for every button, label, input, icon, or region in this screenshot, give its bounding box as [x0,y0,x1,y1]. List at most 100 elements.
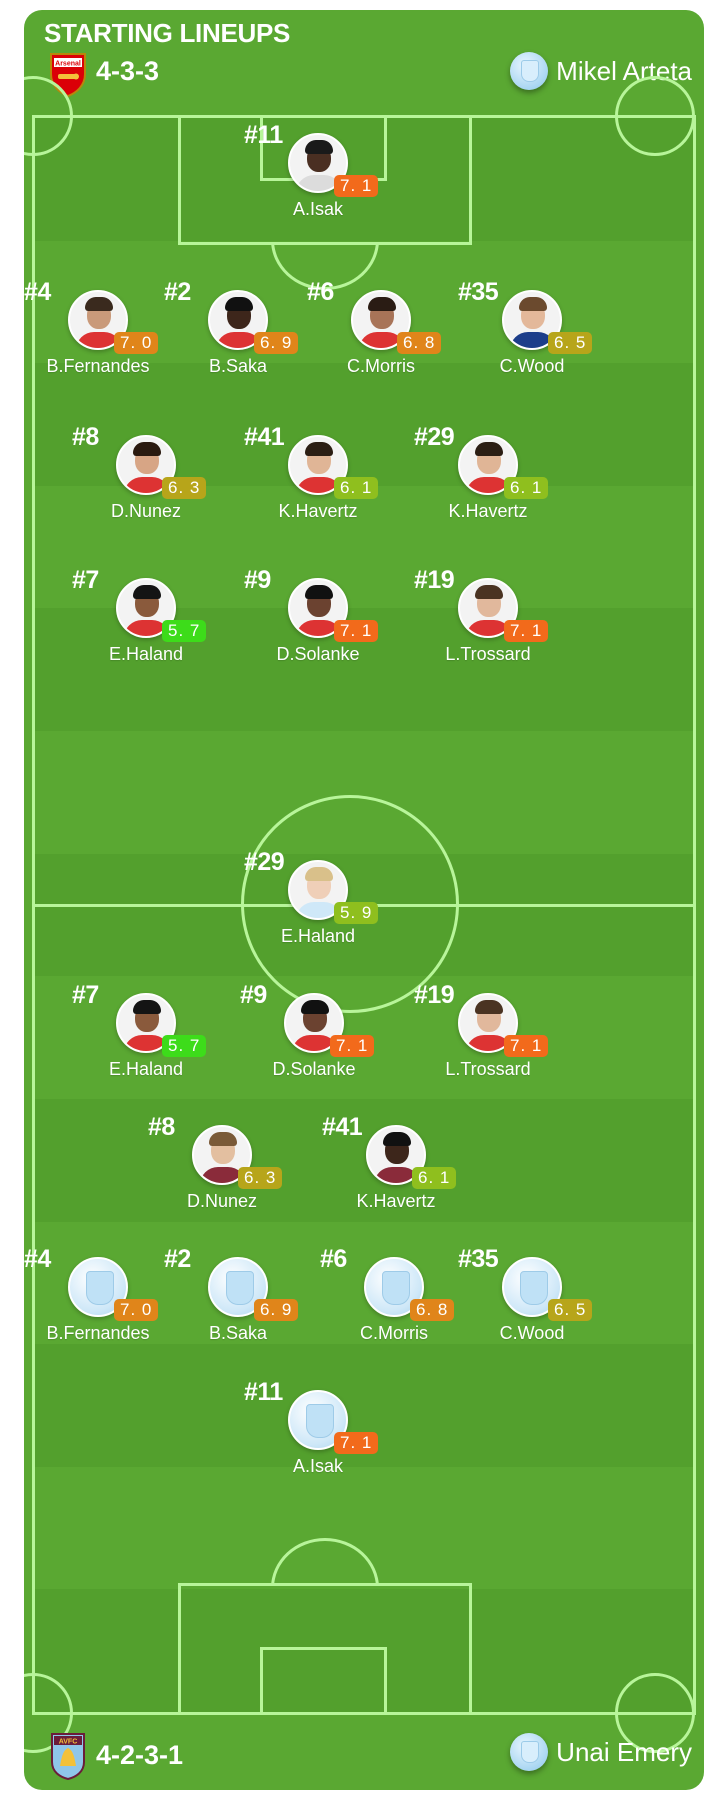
player-name: K.Havertz [278,501,358,521]
rating-badge: 7. 1 [504,620,549,642]
player-photo-hair [209,1132,237,1146]
player-number: #2 [164,278,191,306]
player-name: C.Wood [499,1323,565,1343]
aston-villa-crest-icon: AVFC [51,1733,85,1780]
top-right-corner-arc [615,76,695,156]
player-name: C.Morris [360,1323,428,1343]
player-name: D.Nunez [110,501,182,521]
rating-badge: 6. 9 [254,332,299,354]
bottom-goal-box [260,1647,387,1713]
player-avatar-wrap: #41 6. 1 [244,423,379,499]
player-number: #2 [164,1245,191,1273]
player-number: #6 [307,278,334,306]
player-number: #7 [72,566,99,594]
shirt-icon [382,1271,410,1305]
player-name: K.Havertz [448,501,528,521]
player-name: C.Morris [347,356,415,376]
player-photo-body [510,332,556,348]
player-name: K.Havertz [356,1191,436,1211]
player-number: #41 [244,423,285,451]
player-photo-hair [475,585,503,599]
player-photo-body [216,332,262,348]
pitch-stripe [35,1098,693,1222]
player-photo-hair [383,1132,411,1146]
player-number: #11 [244,1378,283,1406]
player-photo-body [124,1035,170,1051]
rating-badge: 7. 1 [504,1035,549,1057]
player-photo-body [374,1167,420,1183]
player-photo-body [466,477,512,493]
player-photo-body [76,332,122,348]
rating-badge: 6. 1 [334,477,379,499]
rating-badge: 6. 8 [397,332,442,354]
player-name: E.Haland [280,926,356,946]
player-avatar-wrap: #6 6. 8 [307,278,442,354]
away-coach[interactable]: Unai Emery [510,1733,692,1771]
rating-badge: 7. 0 [114,1299,159,1321]
player-avatar-wrap: #2 6. 9 [164,278,299,354]
player-photo-hair [301,1000,329,1014]
top-penalty-box [178,115,472,245]
player-name: B.Fernandes [46,1323,150,1343]
player-name: D.Nunez [186,1191,258,1211]
player-photo-hair [475,1000,503,1014]
away-formation: 4-2-3-1 [96,1740,184,1770]
rating-badge: 6. 1 [504,477,549,499]
rating-badge: 5. 7 [162,620,207,642]
player-photo-body [296,175,342,191]
player-name: B.Saka [208,356,268,376]
player-photo-body [296,620,342,636]
player-number: #19 [414,981,455,1009]
bottom-penalty-box [178,1583,472,1713]
player-avatar [288,860,348,920]
player-photo-hair [368,297,396,311]
bottom-right-corner-arc [615,1673,695,1753]
player-number: #41 [322,1113,363,1141]
player-photo-body [466,620,512,636]
player-photo-hair [133,442,161,456]
player-name: E.Haland [108,1059,184,1079]
player-name: C.Wood [499,356,565,376]
player-photo-hair [519,297,547,311]
shirt-icon [306,1404,334,1438]
player-photo-hair [225,297,253,311]
player-number: #35 [458,1245,499,1273]
rating-badge: 6. 5 [548,332,593,354]
player-name: B.Saka [208,1323,268,1343]
player-number: #6 [320,1245,347,1273]
arsenal-crest-text: Arsenal [55,61,81,68]
section-title: STARTING LINEUPS [44,18,291,48]
player-name: L.Trossard [445,1059,531,1079]
